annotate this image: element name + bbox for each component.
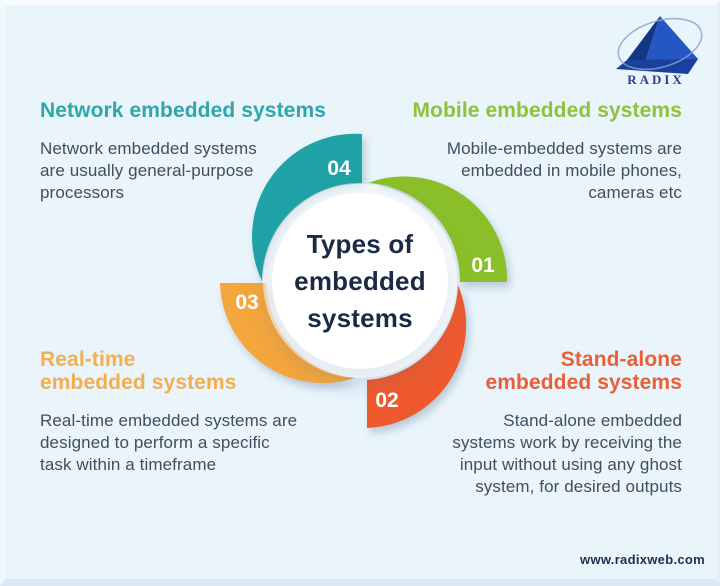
radix-pyramid-icon [616, 16, 703, 74]
number-label-02: 02 [375, 389, 398, 412]
quadrant-realtime-body: Real-time embedded systems are designed … [40, 411, 298, 474]
quadrant-mobile: Mobile embedded systems Mobile-embedded … [360, 99, 682, 204]
arc-network-04 [252, 133, 362, 281]
quadrant-standalone-body: Stand-alone embedded systems work by rec… [452, 411, 682, 496]
website-url: www.radixweb.com [580, 552, 705, 567]
radix-logo: RADIX [600, 6, 712, 92]
quadrant-network: Network embedded systems Network embedde… [40, 99, 360, 204]
number-label-03: 03 [235, 291, 258, 314]
quadrant-mobile-body: Mobile-embedded systems are embedded in … [446, 139, 682, 202]
quadrant-standalone-heading: Stand-alone embedded systems [485, 348, 682, 394]
quadrant-network-body: Network embedded systems are usually gen… [40, 139, 257, 202]
arc-mobile-01 [368, 176, 508, 282]
quadrant-network-heading: Network embedded systems [40, 99, 327, 122]
quadrant-realtime: Real-time embedded systems Real-time emb… [40, 348, 370, 476]
diagram-title: Types of embedded systems [294, 228, 426, 333]
arc-realtime-03 [220, 283, 355, 384]
quadrant-standalone: Stand-alone embedded systems Stand-alone… [352, 348, 682, 498]
number-label-01: 01 [471, 254, 495, 277]
center-circle: Types of embedded systems [272, 193, 448, 369]
number-label-04: 04 [327, 157, 351, 180]
quadrant-mobile-heading: Mobile embedded systems [412, 99, 682, 122]
radix-wordmark: RADIX [627, 72, 685, 87]
quadrant-realtime-heading: Real-time embedded systems [40, 348, 237, 394]
arc-standalone-02 [367, 285, 467, 428]
